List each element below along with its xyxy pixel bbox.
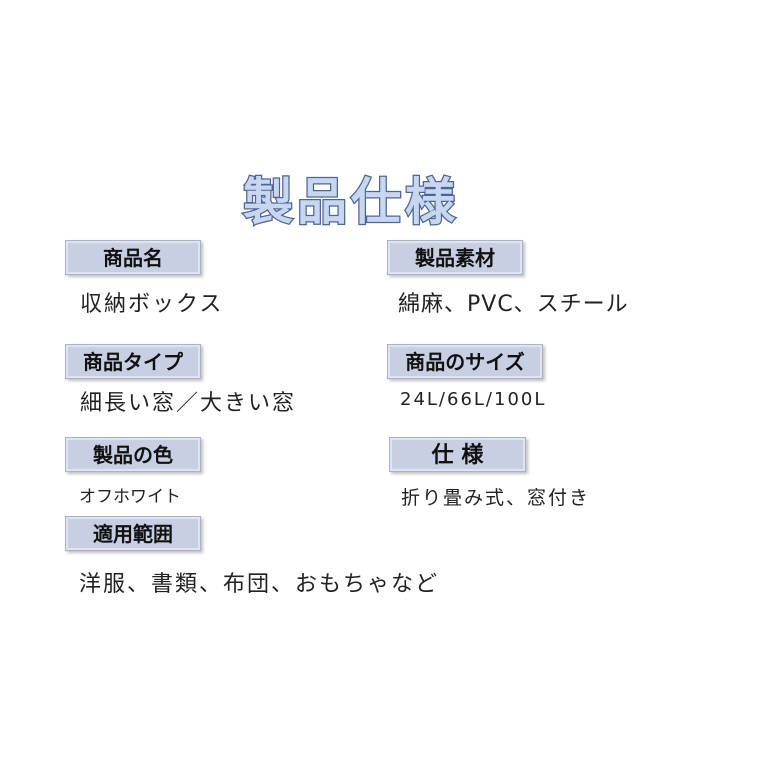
value-material: 綿麻、PVC、スチール bbox=[398, 292, 629, 317]
value-product-name: 収納ボックス bbox=[80, 292, 224, 317]
value-type: 細長い窓／大きい窓 bbox=[80, 391, 297, 416]
value-color: オフホワイト bbox=[79, 487, 181, 507]
label-material: 製品素材 bbox=[387, 240, 523, 275]
label-spec: 仕 様 bbox=[389, 437, 526, 472]
value-spec: 折り畳み式、窓付き bbox=[401, 487, 591, 509]
label-product-name: 商品名 bbox=[65, 240, 201, 275]
label-usage: 適用範囲 bbox=[65, 516, 201, 551]
value-usage: 洋服、書類、布団、おもちゃなど bbox=[79, 572, 440, 597]
label-type: 商品タイプ bbox=[65, 344, 201, 379]
value-size: 24L/66L/100L bbox=[400, 389, 547, 410]
page-title: 製品仕様 bbox=[242, 172, 459, 233]
label-size: 商品のサイズ bbox=[387, 344, 543, 379]
label-color: 製品の色 bbox=[65, 437, 201, 472]
